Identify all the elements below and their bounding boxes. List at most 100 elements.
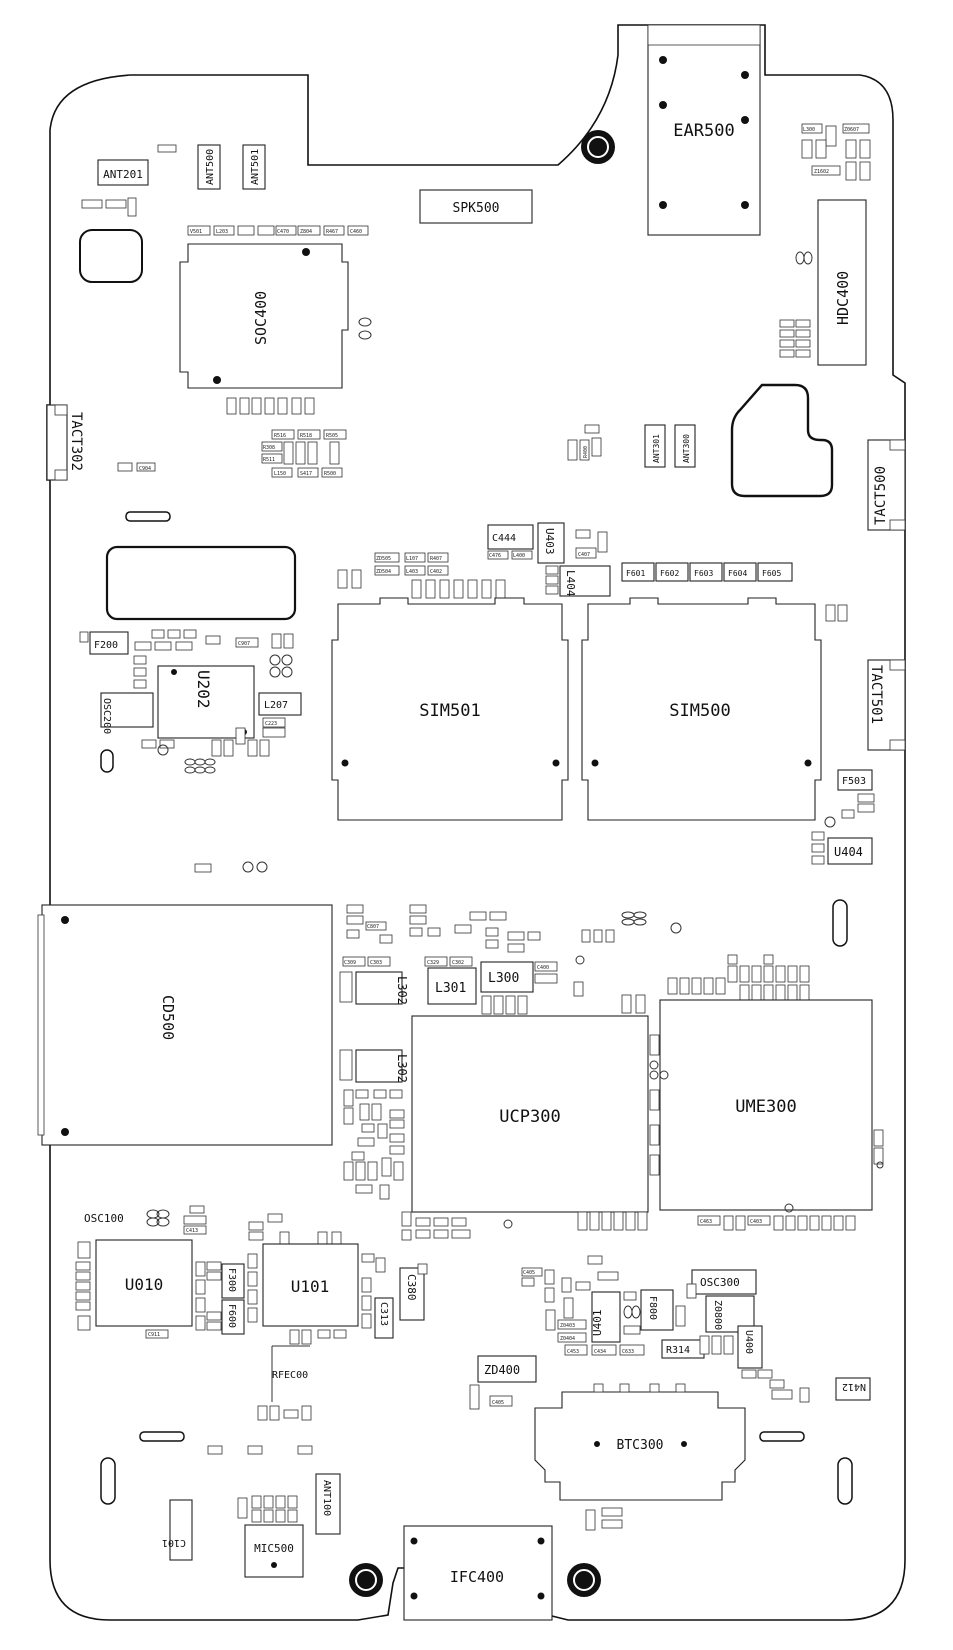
l203-label: L203 (216, 229, 228, 235)
slot-left-1 (125, 511, 171, 522)
r505-label: R505 (326, 433, 338, 439)
r314-label: R314 (666, 1345, 690, 1356)
c405-label: C405 (523, 1270, 535, 1276)
ifc400-label: IFC400 (450, 1568, 504, 1586)
c303-label: C303 (370, 960, 382, 966)
ifc400: IFC400 (403, 1525, 553, 1621)
shield-blob-right (730, 383, 834, 498)
slot-bottom-right (759, 1431, 805, 1442)
tact500: TACT500 (867, 439, 906, 531)
ucp300-label: UCP300 (499, 1107, 560, 1127)
l300s-label: L300 (803, 127, 815, 133)
hdc400: HDC400 (817, 199, 867, 366)
l301-label: L301 (435, 981, 466, 996)
c463-label: C463 (700, 1219, 712, 1225)
u010-label: U010 (125, 1275, 164, 1294)
ant500-label: ANT500 (205, 149, 216, 185)
zd505-label: ZD505 (376, 556, 391, 562)
sim501: SIM501 (331, 597, 569, 821)
ucp300: UCP300 (411, 1015, 649, 1213)
spk500-label: SPK500 (453, 201, 500, 216)
slot-bottom-left (139, 1431, 185, 1442)
cd500: CD500 (37, 904, 333, 1146)
zd504-label: ZD504 (376, 569, 391, 575)
ant300-label: ANT300 (682, 434, 691, 463)
c911-label: C911 (148, 1332, 160, 1338)
c460-label: C460 (350, 229, 362, 235)
u202-label: U202 (194, 670, 213, 709)
ant301-label: ANT301 (652, 434, 661, 463)
z0607-label: Z0607 (844, 127, 859, 133)
osc300-label: OSC300 (700, 1276, 740, 1289)
cd500-label: CD500 (159, 995, 177, 1040)
v501-label: V501 (190, 229, 202, 235)
s417-label: S417 (300, 471, 312, 477)
c380-label: C380 (405, 1274, 418, 1301)
hdc400-label: HDC400 (834, 271, 852, 325)
c413-label: C413 (186, 1228, 198, 1234)
r400-label: R400 (583, 446, 589, 458)
f300-label: F300 (226, 1268, 237, 1292)
top-right-passives: L300 Z0607 Z1602 (801, 123, 871, 181)
z804-label: Z804 (300, 229, 312, 235)
fuse-row: F601 F602 F603 F604 F605 (621, 562, 793, 582)
c400-label: C400 (537, 965, 549, 971)
c309-label: C309 (344, 960, 356, 966)
soc-passive-row-2: R516 R518 R505 R308 R511 L150 S417 R500 (261, 429, 347, 478)
sim501-label: SIM501 (419, 701, 480, 721)
u101: U101 C380 C313 (247, 1213, 428, 1345)
f503-u404: F503 U404 (811, 769, 875, 865)
osc100-label: OSC100 (84, 1212, 124, 1225)
soc400: SOC400 (179, 243, 349, 389)
sim500: SIM500 (581, 597, 822, 821)
f200-label: F200 (94, 640, 118, 651)
slot-left-2 (100, 749, 114, 773)
l107-label: L107 (406, 556, 418, 562)
c453-label: C453 (567, 1349, 579, 1355)
ant501: ANT501 (242, 144, 266, 190)
l302a-label: L302 (395, 976, 409, 1005)
l302-left: L302 (339, 1049, 409, 1200)
f600-label: F600 (226, 1304, 237, 1328)
n412: N412 (835, 1377, 871, 1401)
u101-label: U101 (291, 1277, 330, 1296)
f601-label: F601 (626, 569, 645, 578)
u401-label: U401 (591, 1310, 604, 1337)
u401-cluster: C405 U401 F800 Z0403 Z0404 C453 C434 C63… (521, 1255, 810, 1403)
ume300: UME300 (659, 999, 873, 1213)
l400-label: L400 (513, 553, 525, 559)
c329-label: C329 (427, 960, 439, 966)
ant301: ANT301 (644, 424, 666, 468)
f800-label: F800 (647, 1296, 658, 1320)
pad-square-tl (79, 229, 143, 283)
z0403-label: Z0403 (560, 1323, 575, 1329)
tact302-label: TACT302 (68, 412, 84, 471)
c101: C101 (162, 1499, 193, 1561)
ucp-bottom-passives: C463 C403 (401, 1211, 856, 1241)
f604-label: F604 (728, 569, 747, 578)
shield-block-left (105, 545, 297, 621)
f602-label: F602 (660, 569, 679, 578)
c223-label: C223 (265, 721, 277, 727)
r308-label: R308 (263, 445, 275, 451)
btc300-label: BTC300 (617, 1438, 664, 1453)
c313-label: C313 (378, 1302, 389, 1326)
ant501-label: ANT501 (250, 149, 261, 185)
l300: L300 (480, 961, 534, 993)
n412-label: N412 (842, 1381, 866, 1392)
l403-label: L403 (406, 569, 418, 575)
tact501: TACT501 (867, 659, 906, 751)
f605-label: F605 (762, 569, 781, 578)
soc-passive-row-1 (226, 397, 315, 415)
ant201-label: ANT201 (103, 168, 143, 181)
l300-label: L300 (488, 971, 519, 986)
c907-label: C907 (238, 641, 250, 647)
c476-label: C476 (489, 553, 501, 559)
ear500-block: EAR500 (647, 24, 761, 236)
c101-label: C101 (162, 1537, 186, 1548)
c904-label: C904 (139, 466, 151, 472)
tact501-label: TACT501 (868, 665, 884, 724)
c444-label: C444 (492, 533, 516, 544)
c807-label: C807 (367, 924, 379, 930)
f603-label: F603 (694, 569, 713, 578)
